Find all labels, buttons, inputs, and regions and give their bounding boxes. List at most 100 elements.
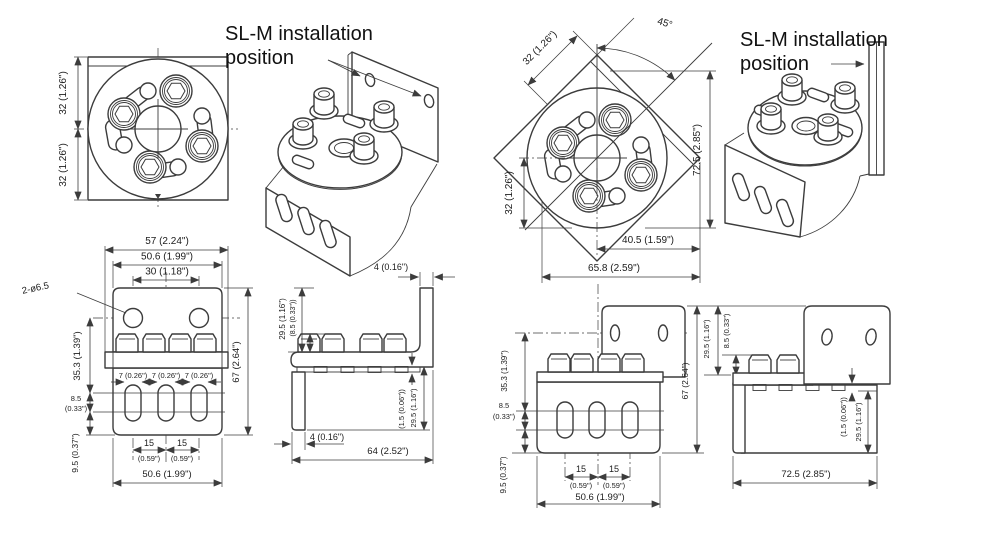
mounting-hole [423, 93, 435, 109]
mounting-hole [657, 324, 669, 342]
dim-label: 9.5 (0.37") [70, 433, 80, 473]
bolt-head-icon [570, 353, 594, 373]
flange-bar [104, 351, 229, 369]
dim-label: 29.5 (1.16") [409, 388, 418, 427]
dim-label: (0.59") [603, 481, 626, 490]
dim-label: 45° [656, 16, 674, 31]
dim-label: 15 [144, 438, 154, 448]
dim-label: 67 (2.64") [231, 341, 242, 382]
socket-bolt-icon [369, 100, 399, 133]
dim-label: 35.3 (1.39") [500, 350, 509, 392]
socket-bolt-icon [288, 117, 318, 150]
dim-label: 7 (0.26") [185, 371, 214, 380]
mounting-hole [609, 324, 621, 342]
dim-label: 72.5 (2.85") [692, 124, 703, 176]
dim-label: 29.5 (1.16") [278, 298, 287, 340]
view-ortho-side-right: (1.5 (0.06")) 29.5 (1.16") 72.5 (2.85") [732, 305, 891, 489]
callout-left: SL-M installation position [225, 23, 422, 97]
dim-label: (0.59") [171, 454, 194, 463]
serrated-edge [752, 384, 767, 391]
bolt-head-icon [142, 333, 166, 353]
sensor-flange-face [88, 59, 228, 199]
dim-label: 32 (1.26") [58, 143, 69, 187]
dim-label: 35.3 (1.39") [72, 331, 83, 380]
mounting-hole [821, 328, 833, 346]
back-plate [803, 305, 891, 385]
dim-label: 15 [177, 438, 187, 448]
dim-label: (0.33") [493, 412, 516, 421]
bolt-head-icon [359, 333, 383, 353]
leader-line [76, 292, 127, 314]
dim-label: 7 (0.26") [152, 371, 181, 380]
dim-label: 9.5 (0.37") [499, 456, 508, 493]
callout-text: position [225, 47, 294, 69]
callout-text: SL-M installation [225, 23, 373, 45]
dim-label: 67 (2.64") [680, 362, 690, 399]
lower-plate-edge [732, 382, 746, 454]
dim-label: 8.5 (0.33") [722, 313, 731, 348]
bolt-head-icon [321, 333, 345, 353]
dim-label: 65.8 (2.59") [588, 263, 640, 274]
view-iso-right [724, 41, 885, 238]
dim-label: 7 (0.26") [119, 371, 148, 380]
dim-label: 57 (2.24") [145, 236, 189, 247]
dim-label: 72.5 (2.85") [781, 469, 830, 480]
dim-label: 15 [576, 464, 586, 474]
dim-label: (1.5 (0.06")) [839, 397, 848, 437]
dim-label: (1.5 (0.06")) [397, 389, 406, 429]
dim-label: (0.33") [65, 404, 88, 413]
slot [556, 401, 574, 439]
bolt-head-icon [597, 353, 621, 373]
socket-bolt-icon [830, 81, 860, 114]
serrated-edge [296, 366, 421, 373]
dim-label: 50.6 (1.99") [575, 492, 624, 503]
slot [588, 401, 606, 439]
leader-arrow [327, 59, 361, 77]
view-ortho-front-right: 35.3 (1.39") 8.5 (0.33") 9.5 (0.37") 15 … [493, 284, 806, 508]
dim-label: 64 (2.52") [367, 446, 408, 457]
dim-label: 29.5 (1.16") [702, 319, 711, 358]
view-iso-left [265, 51, 439, 277]
dim-label: 8.5 [499, 401, 509, 410]
socket-bolt-icon [349, 132, 379, 165]
callout-text: position [740, 53, 809, 75]
dim-label: (0.59") [138, 454, 161, 463]
slot [190, 384, 208, 422]
socket-bolt-icon [813, 113, 843, 146]
slot [124, 384, 142, 422]
bolt-head-icon [383, 333, 407, 353]
view-ortho-front-left: 57 (2.24") 50.6 (1.99") 30 (1.18") 2-ø6.… [21, 236, 253, 487]
upper-plate [112, 287, 223, 353]
dim-label: 29.5 (1.16") [854, 402, 863, 441]
bolt-head-icon [297, 333, 321, 353]
bolt-head-icon [193, 333, 217, 353]
dim-label: 40.5 (1.59") [622, 235, 674, 246]
callout-right: SL-M installation position [740, 29, 888, 75]
dim-label: 8.5 [71, 394, 81, 403]
slot [157, 384, 175, 422]
view-ortho-side-left: 4 (0.16") 29.5 (1.16") (8.5 (0.33")) (1.… [274, 262, 455, 464]
mounting-hole [188, 307, 210, 329]
dim-label: 30 (1.18") [145, 267, 189, 278]
callout-text: SL-M installation [740, 29, 888, 51]
lower-plate-edge [291, 371, 306, 431]
view-front-square: 32 (1.26") 32 (1.26") [58, 48, 238, 208]
dim-label: 50.6 (1.99") [142, 469, 191, 480]
mounting-hole [122, 307, 144, 329]
center-hole [791, 116, 821, 136]
slot [621, 401, 639, 439]
socket-bolt-icon [309, 87, 339, 120]
dim-label: 50.6 (1.99") [141, 252, 193, 263]
bracket-profile [290, 287, 434, 368]
dim-label: (8.5 (0.33")) [290, 299, 297, 336]
dim-label: 4 (0.16") [310, 432, 344, 442]
bolt-head-icon [115, 333, 139, 353]
shelf [732, 372, 814, 386]
bolt-head-icon [776, 354, 800, 374]
angle-arc [596, 44, 676, 81]
bolt-head-icon [748, 354, 772, 374]
dim-label: 32 (1.26") [58, 71, 69, 115]
leader-arrow [327, 59, 422, 97]
